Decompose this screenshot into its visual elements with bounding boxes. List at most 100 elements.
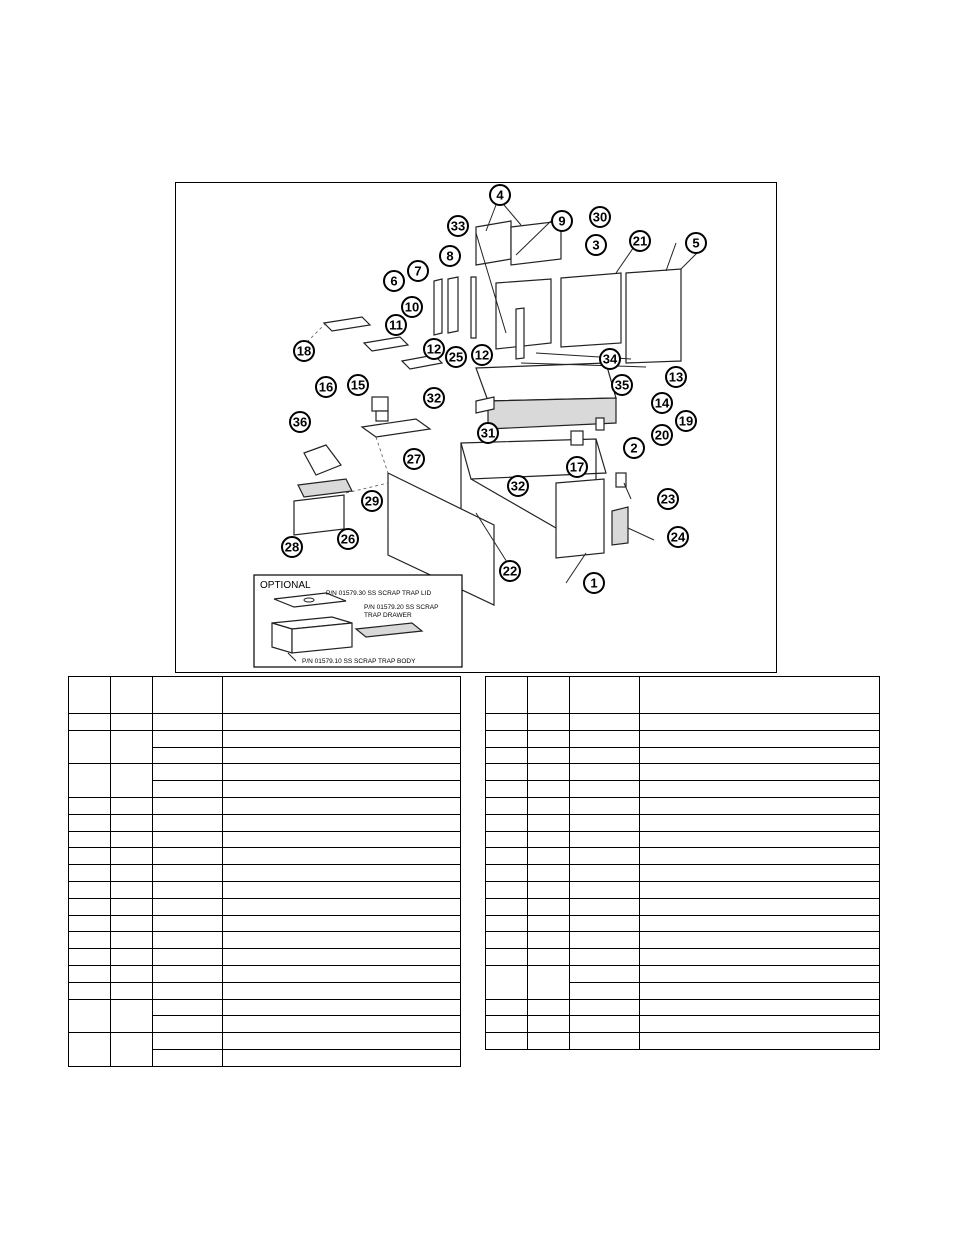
svg-text:6: 6 xyxy=(390,274,397,289)
callout-21: 21 xyxy=(629,230,651,252)
svg-text:36: 36 xyxy=(293,415,307,430)
table-row xyxy=(68,880,461,899)
optional-title: OPTIONAL xyxy=(260,580,311,591)
callout-2: 2 xyxy=(623,437,645,459)
table-row xyxy=(485,813,880,832)
svg-text:12: 12 xyxy=(427,342,441,357)
svg-text:15: 15 xyxy=(351,378,365,393)
front-panel xyxy=(387,472,495,606)
svg-text:32: 32 xyxy=(427,391,441,406)
callout-19: 19 xyxy=(675,410,697,432)
callout-7: 7 xyxy=(407,260,429,282)
table-header xyxy=(68,676,461,714)
callout-36: 36 xyxy=(289,411,311,433)
tray-2 xyxy=(362,336,410,352)
exploded-parts-diagram: 1 2 3 4 5 6 7 8 9 10 11 12 12 13 14 15 1… xyxy=(175,182,777,673)
box-body xyxy=(293,494,345,536)
svg-text:30: 30 xyxy=(593,210,607,225)
table-row xyxy=(485,780,880,798)
svg-text:20: 20 xyxy=(655,428,669,443)
center-post xyxy=(515,307,525,360)
callout-31: 31 xyxy=(477,422,499,444)
callout-16: 16 xyxy=(315,376,337,398)
cabinet-24 xyxy=(611,506,629,546)
callout-25: 25 xyxy=(445,346,467,368)
table-row xyxy=(68,981,461,1000)
box-strainer xyxy=(297,478,353,498)
svg-text:27: 27 xyxy=(407,452,421,467)
back-panel-left xyxy=(475,220,512,266)
callout-17: 17 xyxy=(566,456,588,478)
svg-text:19: 19 xyxy=(679,414,693,429)
callout-34: 34 xyxy=(599,348,621,370)
table-row xyxy=(485,964,880,1000)
table-row xyxy=(485,847,880,866)
callout-12-b: 12 xyxy=(471,344,493,366)
end-panel-right xyxy=(625,268,682,364)
svg-text:9: 9 xyxy=(558,214,565,229)
bracket-23 xyxy=(615,472,627,488)
svg-text:25: 25 xyxy=(449,350,463,365)
svg-text:5: 5 xyxy=(692,236,699,251)
svg-text:34: 34 xyxy=(603,352,618,367)
callout-1: 1 xyxy=(583,572,605,594)
table-row xyxy=(485,880,880,899)
optional-inset: OPTIONAL P/N 01579.30 SS SCRAP TRAP LID … xyxy=(253,574,463,668)
left-upright-2 xyxy=(447,276,459,334)
diagram-drawing: 1 2 3 4 5 6 7 8 9 10 11 12 12 13 14 15 1… xyxy=(253,184,707,668)
callout-22: 22 xyxy=(499,560,521,582)
svg-text:23: 23 xyxy=(661,492,675,507)
table-row xyxy=(485,931,880,950)
table-row xyxy=(68,914,461,933)
callout-15: 15 xyxy=(347,374,369,396)
callout-28: 28 xyxy=(281,536,303,558)
callout-6: 6 xyxy=(383,270,405,292)
bracket-14 xyxy=(595,417,605,431)
bracket-17 xyxy=(570,430,584,446)
bracket-15 xyxy=(371,396,389,412)
table-row xyxy=(485,998,880,1017)
table-row xyxy=(68,931,461,950)
shelf xyxy=(360,418,432,438)
table-row xyxy=(485,830,880,849)
svg-text:7: 7 xyxy=(414,264,421,279)
table-row xyxy=(485,746,880,765)
parts-table-right xyxy=(485,676,880,1050)
table-row xyxy=(485,1032,880,1050)
svg-text:17: 17 xyxy=(570,460,584,475)
rear-panel xyxy=(560,272,622,348)
svg-text:24: 24 xyxy=(671,530,686,545)
bracket-31 xyxy=(475,396,495,414)
table-header xyxy=(485,676,880,714)
callout-26: 26 xyxy=(337,528,359,550)
svg-text:31: 31 xyxy=(481,426,495,441)
svg-text:16: 16 xyxy=(319,380,333,395)
table-row xyxy=(485,948,880,966)
callout-33: 33 xyxy=(447,215,469,237)
lid-label: P/N 01579.30 SS SCRAP TRAP LID xyxy=(326,590,431,597)
drawer-label-line2: TRAP DRAWER xyxy=(364,612,412,619)
callout-3: 3 xyxy=(585,234,607,256)
table-row xyxy=(485,796,880,815)
svg-text:35: 35 xyxy=(615,378,629,393)
back-panel-right xyxy=(510,220,562,266)
svg-text:4: 4 xyxy=(496,188,504,203)
table-row xyxy=(68,897,461,916)
callout-23: 23 xyxy=(657,488,679,510)
svg-text:18: 18 xyxy=(297,344,311,359)
svg-text:28: 28 xyxy=(285,540,299,555)
svg-text:10: 10 xyxy=(405,300,419,315)
svg-text:29: 29 xyxy=(365,494,379,509)
table-row xyxy=(68,796,461,815)
table-row xyxy=(68,713,461,731)
table-row xyxy=(68,813,461,832)
bracket-16 xyxy=(375,410,389,422)
svg-text:26: 26 xyxy=(341,532,355,547)
callout-32: 32 xyxy=(423,387,445,409)
callout-27: 27 xyxy=(403,448,425,470)
callout-8: 8 xyxy=(439,245,461,267)
callout-20: 20 xyxy=(651,424,673,446)
body-label: P/N 01579.10 SS SCRAP TRAP BODY xyxy=(302,658,416,665)
svg-text:8: 8 xyxy=(446,249,453,264)
box-lid xyxy=(303,444,342,476)
